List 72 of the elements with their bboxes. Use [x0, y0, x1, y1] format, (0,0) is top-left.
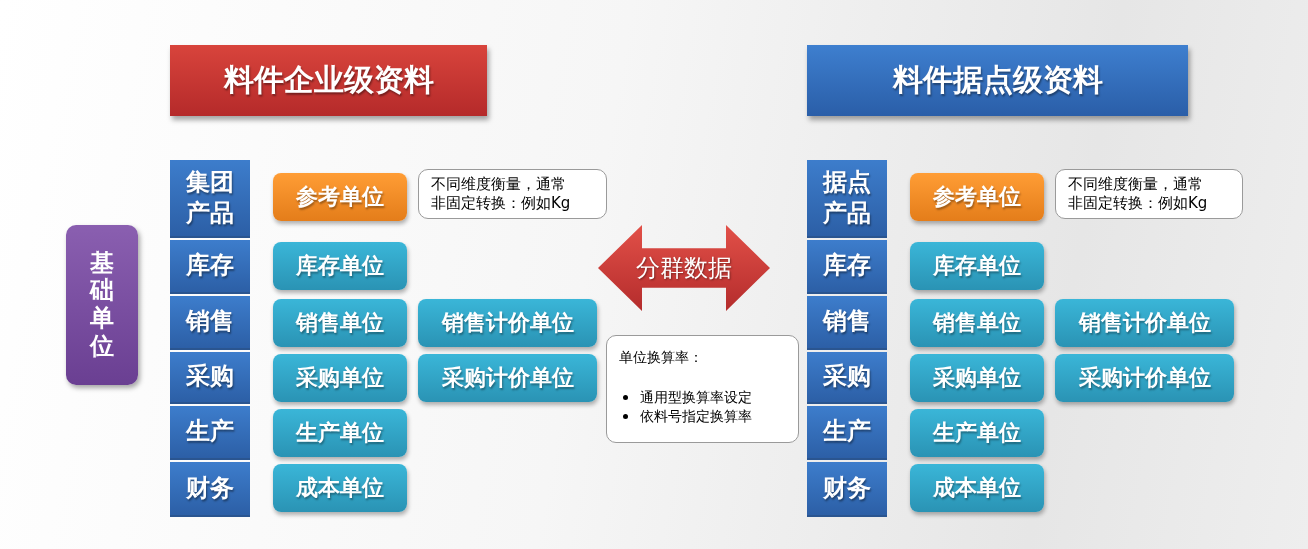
unit-box — [273, 409, 407, 457]
category-label: 据点产品 — [821, 166, 872, 229]
unit-box — [273, 173, 407, 221]
unit-label: 采购计价单位 — [1078, 364, 1211, 392]
unit-label: 参考单位 — [296, 183, 384, 211]
category-bar — [807, 352, 887, 404]
banner-title: 料件企业级资料 — [223, 61, 434, 99]
unit-label: 成本单位 — [296, 474, 384, 502]
double-arrow — [598, 225, 770, 311]
unit-label: 成本单位 — [933, 474, 1021, 502]
note-box — [418, 169, 607, 219]
category-bar — [807, 462, 887, 517]
unit-label: 库存单位 — [296, 252, 384, 280]
unit-box — [910, 354, 1044, 402]
category-bar — [807, 406, 887, 460]
bullet-item: 通用型换算率设定 — [640, 387, 752, 407]
category-bar — [807, 160, 887, 238]
unit-box — [273, 464, 407, 512]
unit-box — [910, 299, 1044, 347]
category-bar — [807, 296, 887, 350]
unit-box — [1055, 299, 1234, 347]
category-bar — [807, 240, 887, 294]
note-box — [1055, 169, 1243, 219]
unit-label: 销售计价单位 — [441, 309, 574, 337]
unit-box — [273, 299, 407, 347]
title-banner — [807, 45, 1188, 116]
unit-label: 销售计价单位 — [1078, 309, 1211, 337]
category-label: 销售 — [821, 306, 872, 338]
unit-label: 采购计价单位 — [441, 364, 574, 392]
unit-label: 参考单位 — [933, 183, 1021, 211]
note-text: 不同维度衡量，通常非固定转换：例如Kg — [431, 174, 571, 214]
unit-box — [273, 354, 407, 402]
unit-box — [910, 409, 1044, 457]
note-text: 单位换算率： — [619, 348, 703, 367]
tab-label: 基础单位 — [90, 249, 114, 361]
category-bar — [170, 160, 250, 238]
unit-label: 采购单位 — [933, 364, 1021, 392]
unit-label: 采购单位 — [296, 364, 384, 392]
note-box — [606, 335, 799, 443]
unit-label: 销售单位 — [296, 309, 384, 337]
note-text: 不同维度衡量，通常非固定转换：例如Kg — [1068, 174, 1208, 214]
category-bar — [170, 462, 250, 517]
category-bar — [170, 406, 250, 460]
category-label: 集团产品 — [185, 166, 235, 229]
category-tab — [66, 225, 138, 385]
category-label: 库存 — [822, 250, 872, 282]
category-label: 库存 — [185, 250, 235, 282]
bullet-item: 依料号指定换算率 — [640, 407, 752, 427]
category-label: 销售 — [184, 306, 235, 338]
unit-label: 生产单位 — [933, 419, 1021, 447]
arrow-label: 分群数据 — [636, 253, 732, 284]
banner-title: 料件据点级资料 — [892, 61, 1103, 99]
category-label: 财务 — [822, 472, 872, 504]
unit-box — [1055, 354, 1234, 402]
title-banner — [170, 45, 487, 116]
unit-box — [910, 173, 1044, 221]
category-label: 生产 — [184, 416, 235, 448]
unit-label: 销售单位 — [933, 309, 1021, 337]
unit-box — [418, 299, 597, 347]
category-label: 采购 — [185, 361, 235, 393]
unit-label: 库存单位 — [933, 252, 1021, 280]
category-bar — [170, 240, 250, 294]
category-label: 财务 — [185, 472, 235, 504]
category-bar — [170, 296, 250, 350]
unit-box — [418, 354, 597, 402]
category-bar — [170, 352, 250, 404]
unit-box — [273, 242, 407, 290]
unit-label: 生产单位 — [296, 419, 384, 447]
unit-box — [910, 464, 1044, 512]
unit-box — [910, 242, 1044, 290]
category-label: 生产 — [821, 416, 872, 448]
category-label: 采购 — [822, 361, 872, 393]
